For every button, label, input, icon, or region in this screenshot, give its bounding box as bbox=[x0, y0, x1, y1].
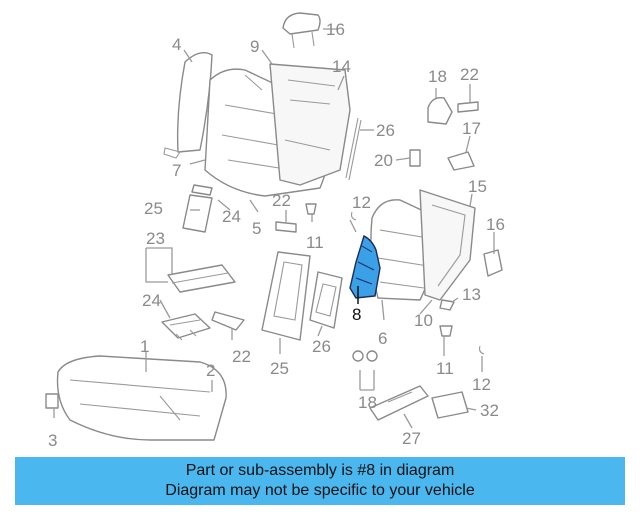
info-banner: Part or sub-assembly is #8 in diagram Di… bbox=[15, 457, 625, 505]
callout-22: 22 bbox=[272, 191, 291, 210]
callout-27: 26 bbox=[312, 337, 331, 356]
part-headrest-top bbox=[282, 12, 321, 49]
callout-10: 10 bbox=[414, 311, 433, 330]
part-grommets-18 bbox=[352, 350, 378, 362]
callout-4: 4 bbox=[172, 35, 181, 54]
callout-20: 16 bbox=[326, 20, 345, 39]
part-clip-11b bbox=[439, 325, 453, 337]
part-cushion-24 bbox=[167, 264, 236, 293]
part-side-bolster bbox=[163, 52, 213, 159]
callout-13: 13 bbox=[462, 285, 481, 304]
part-pin-12 bbox=[350, 211, 357, 221]
part-seat-cushion bbox=[56, 355, 227, 441]
callout-26: 25 bbox=[270, 359, 289, 378]
callout-23: 22 bbox=[232, 347, 251, 366]
callout-31: 27 bbox=[402, 429, 421, 448]
part-latch-32 bbox=[431, 391, 469, 419]
callout-16: 16 bbox=[486, 215, 505, 234]
callout-11: 11 bbox=[306, 233, 324, 252]
part-seatback-left bbox=[204, 63, 351, 197]
part-clip-13 bbox=[439, 299, 455, 311]
callout-8-highlighted: 8 bbox=[352, 305, 361, 324]
callout-2: 2 bbox=[206, 361, 215, 380]
part-trim-23 bbox=[211, 311, 245, 331]
part-headrest-19 bbox=[427, 97, 453, 125]
callout-labels: 16 4 9 14 26 7 25 24 5 22 11 23 24 22 25… bbox=[48, 20, 505, 450]
part-bracket-3 bbox=[45, 393, 59, 409]
part-frame-27 bbox=[309, 271, 343, 329]
part-frame-15 bbox=[419, 189, 476, 301]
banner-line-disclaimer: Diagram may not be specific to your vehi… bbox=[165, 482, 475, 499]
callout-12: 12 bbox=[352, 193, 371, 212]
part-frame-26 bbox=[261, 251, 311, 341]
callout-12b: 12 bbox=[472, 375, 491, 394]
part-bracket-25 bbox=[161, 313, 211, 341]
part-hinge-31 bbox=[369, 385, 429, 421]
callout-3: 3 bbox=[48, 431, 57, 450]
callout-32: 32 bbox=[480, 401, 499, 420]
callout-28: 24 bbox=[222, 207, 241, 226]
callout-17: 17 bbox=[462, 119, 481, 138]
part-bolt-21 bbox=[409, 149, 421, 167]
callout-21: 20 bbox=[374, 151, 393, 170]
banner-line-part: Part or sub-assembly is #8 in diagram bbox=[185, 462, 455, 479]
callout-24: 23 bbox=[146, 229, 165, 248]
part-bolt-22 bbox=[275, 221, 297, 233]
callout-5: 5 bbox=[252, 219, 261, 238]
part-panel bbox=[182, 194, 213, 233]
callout-19: 18 bbox=[428, 67, 447, 86]
part-pin-12b bbox=[478, 345, 485, 355]
part-bracket-17 bbox=[447, 151, 475, 171]
part-bolt-22b bbox=[457, 101, 479, 113]
callout-22b: 22 bbox=[460, 65, 479, 84]
callout-29: 25 bbox=[144, 199, 163, 218]
callout-9: 9 bbox=[250, 37, 259, 56]
part-bracket-16 bbox=[483, 249, 503, 277]
leader-lines bbox=[53, 28, 495, 429]
callout-7: 7 bbox=[172, 161, 181, 180]
callout-15: 15 bbox=[468, 177, 487, 196]
parts-diagram: 16 4 9 14 26 7 25 24 5 22 11 23 24 22 25… bbox=[45, 12, 505, 450]
part-clip-11 bbox=[305, 203, 317, 215]
callout-1: 1 bbox=[140, 337, 149, 356]
part-pad-28 bbox=[191, 184, 213, 196]
callout-25: 24 bbox=[142, 291, 161, 310]
callout-30: 26 bbox=[376, 121, 395, 140]
callout-6: 6 bbox=[378, 329, 387, 348]
callout-18: 18 bbox=[358, 393, 377, 412]
callout-14: 14 bbox=[332, 57, 351, 76]
part-rod bbox=[345, 117, 362, 181]
callout-11b: 11 bbox=[436, 359, 454, 378]
part-8-highlighted bbox=[349, 235, 381, 299]
